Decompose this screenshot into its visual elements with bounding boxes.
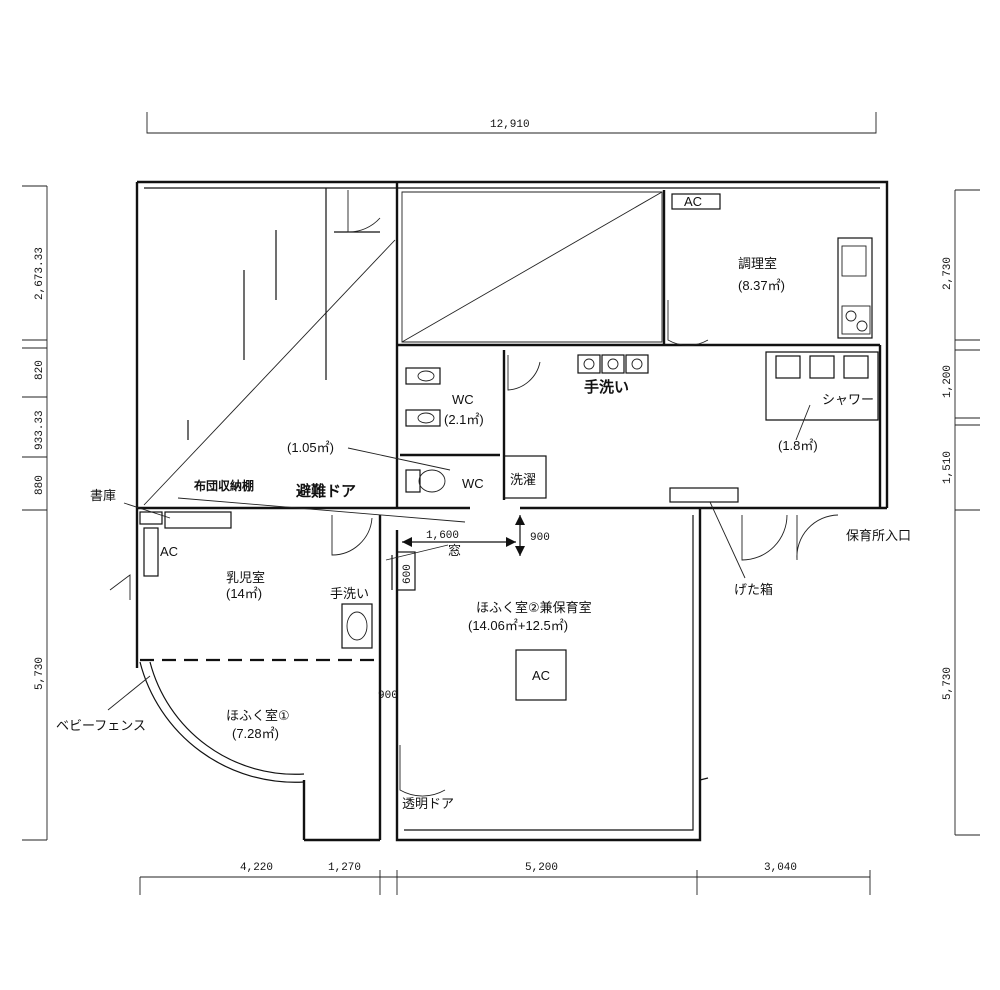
kitchen-area: (8.37㎡) xyxy=(738,278,785,293)
kitchen-name: 調理室 xyxy=(738,256,777,271)
wash-basin-top-label: 手洗い xyxy=(584,378,629,396)
infant-ac-label: AC xyxy=(160,544,178,559)
dim-interior-1600: 1,600 xyxy=(426,530,459,542)
dim-left-1: 2,673.33 xyxy=(34,247,46,300)
futon-shelf-label: 布団収納棚 xyxy=(194,478,254,493)
dimension-lines xyxy=(22,112,980,895)
interior-dimensions xyxy=(391,515,525,590)
wc1-name: WC xyxy=(452,392,474,407)
doors xyxy=(109,190,839,797)
void-diagonals xyxy=(143,191,663,506)
baby-fence-label: ベビーフェンス xyxy=(56,718,146,733)
nursing1-area: (7.28㎡) xyxy=(232,726,279,741)
bookshelf-label: 書庫 xyxy=(90,488,116,503)
baby-fence xyxy=(139,658,378,783)
nursing2-area: (14.06㎡+12.5㎡) xyxy=(468,618,568,633)
leader-lines xyxy=(107,404,811,781)
dim-bottom-2: 1,270 xyxy=(328,862,361,874)
fixtures xyxy=(139,193,873,701)
dim-interior-900b: 900 xyxy=(378,690,398,702)
kitchen-ac-label: AC xyxy=(684,194,702,209)
dim-right-2: 1,200 xyxy=(942,365,954,398)
infant-name: 乳児室 xyxy=(226,570,265,585)
nursing2-name: ほふく室②兼保育室 xyxy=(476,600,592,615)
window-label: 窓 xyxy=(448,543,461,558)
nursing1-name: ほふく室① xyxy=(226,708,290,723)
dim-bottom-1: 4,220 xyxy=(240,862,273,874)
dim-bottom-3: 5,200 xyxy=(525,862,558,874)
nursing2-ac-label: AC xyxy=(532,668,550,683)
entrance-label: 保育所入口 xyxy=(846,528,911,543)
storage-area: (1.05㎡) xyxy=(287,440,334,455)
dim-left-3: 933.33 xyxy=(34,410,46,450)
evac-door-label: 避難ドア xyxy=(296,482,356,500)
walls xyxy=(135,180,889,842)
dim-top-total: 12,910 xyxy=(490,119,530,131)
dim-interior-900a: 900 xyxy=(530,532,550,544)
dim-right-3: 1,510 xyxy=(942,451,954,484)
shoe-box-label: げた箱 xyxy=(734,582,773,597)
clear-door-label: 透明ドア xyxy=(402,796,454,811)
dim-bottom-4: 3,040 xyxy=(764,862,797,874)
laundry-label: 洗濯 xyxy=(510,472,536,487)
dim-interior-600: 600 xyxy=(402,564,414,584)
wc1-area: (2.1㎡) xyxy=(444,412,484,427)
inner-partitions xyxy=(187,188,380,440)
dim-left-5: 5,730 xyxy=(34,657,46,690)
shower-area: (1.8㎡) xyxy=(778,438,818,453)
dim-left-4: 880 xyxy=(34,475,46,495)
shower-label: シャワー xyxy=(822,392,874,407)
dim-left-2: 820 xyxy=(34,360,46,380)
dim-right-1: 2,730 xyxy=(942,257,954,290)
wash-basin-left-label: 手洗い xyxy=(330,586,369,601)
dim-right-4: 5,730 xyxy=(942,667,954,700)
wc2-name: WC xyxy=(462,476,484,491)
infant-area: (14㎡) xyxy=(226,586,262,601)
